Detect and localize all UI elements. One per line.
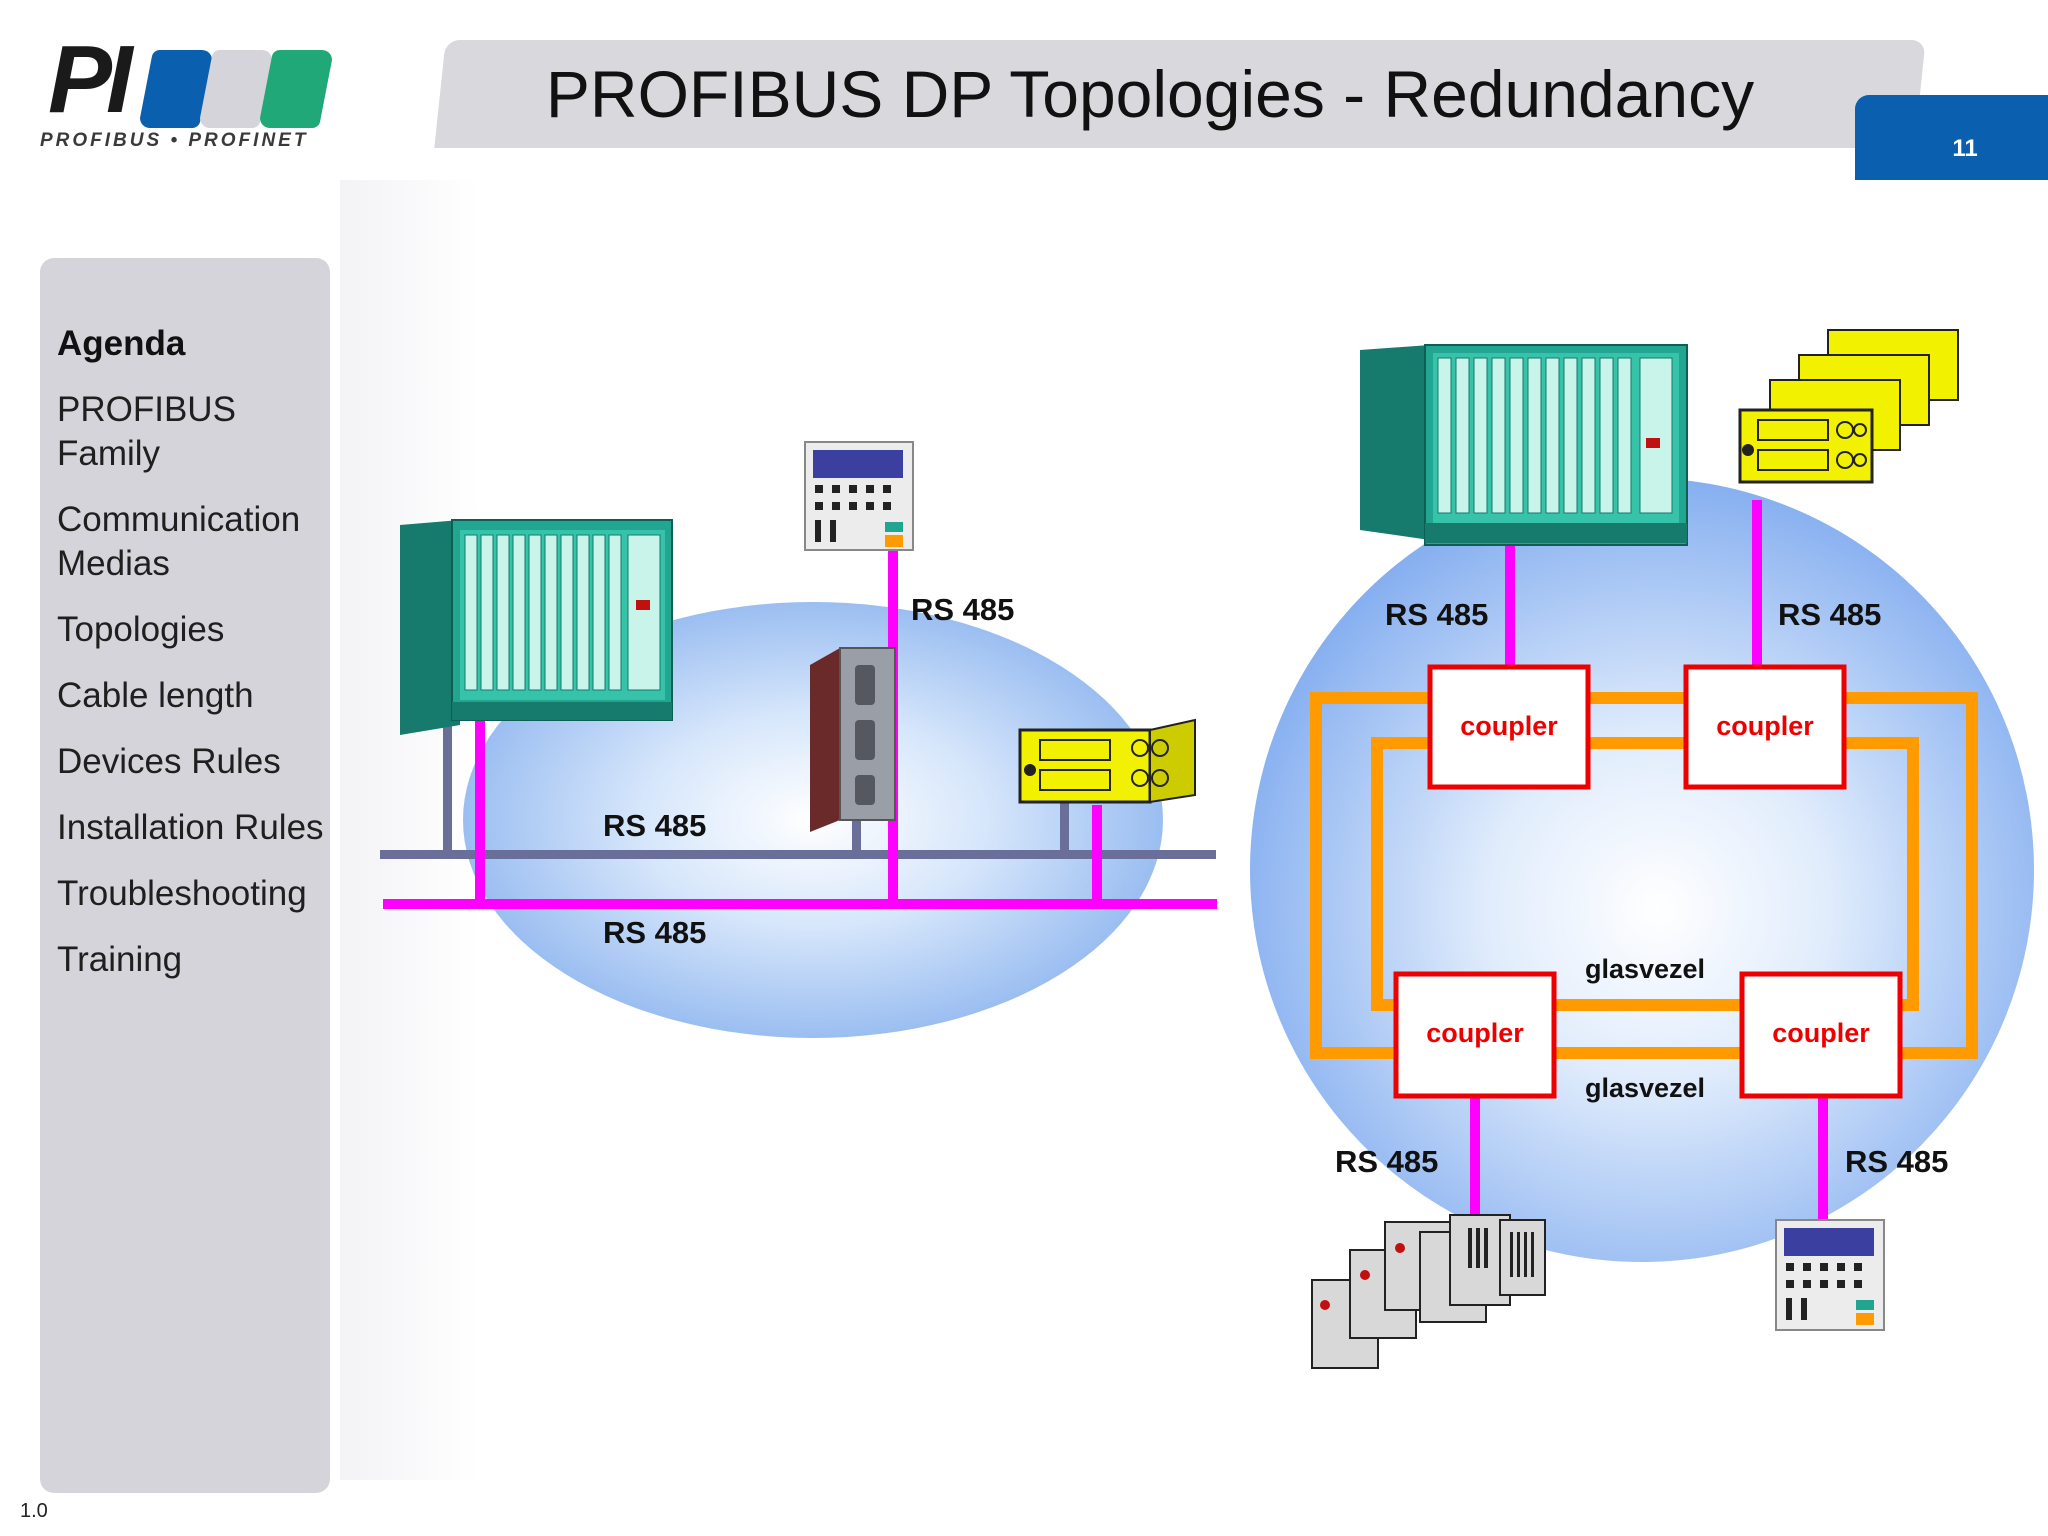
operator-panel-icon — [804, 441, 914, 551]
operator-panel-icon — [1775, 1219, 1885, 1331]
pi-logo-mark — [140, 49, 332, 128]
logo-subtitle: PROFIBUS • PROFINET — [40, 130, 309, 151]
slide-title: PROFIBUS DP Topologies - Redundancy — [545, 57, 1755, 131]
coupler-bottom-right: coupler — [1739, 971, 1903, 1099]
agenda-item-communication-medias[interactable]: Communication Medias — [57, 500, 301, 583]
rs485-drop-io — [1092, 805, 1102, 905]
plc-rack-icon — [1360, 344, 1688, 546]
right-label-rs485-top-left: RS 485 — [1385, 597, 1488, 632]
agenda-heading: Agenda — [57, 324, 186, 363]
coupler-top-left: coupler — [1427, 664, 1591, 790]
right-label-rs485-top-right: RS 485 — [1778, 597, 1881, 632]
agenda-item-installation-rules[interactable]: Installation Rules — [57, 808, 324, 847]
logo-grey-block — [200, 49, 272, 128]
fiber-ring-outer — [1310, 692, 1978, 1059]
topology-diagram-svg: RS 485 RS 485 RS 485 coupler coupler cou… — [380, 329, 2034, 1369]
repeater-icon — [810, 647, 896, 832]
right-label-rs485-bottom-right: RS 485 — [1845, 1144, 1948, 1179]
rs485-drop-plc — [475, 720, 485, 905]
agenda-item-training[interactable]: Training — [57, 940, 183, 979]
left-label-rs485-top: RS 485 — [911, 592, 1014, 627]
coupler-top-right-label: coupler — [1716, 711, 1814, 741]
left-label-rs485-bottom: RS 485 — [603, 915, 706, 950]
right-label-rs485-bottom-left: RS 485 — [1335, 1144, 1438, 1179]
fiber-label-top: glasvezel — [1585, 954, 1705, 984]
coupler-bottom-left: coupler — [1393, 971, 1557, 1099]
agenda-list: Agenda PROFIBUS Family Communication Med… — [57, 322, 337, 1004]
rs485-drop-bottom-left — [1470, 1095, 1480, 1235]
bus-line — [380, 850, 1216, 859]
logo-blue-block — [140, 49, 212, 128]
modular-io-icon — [1311, 1214, 1546, 1369]
logo-green-block — [260, 49, 332, 128]
coupler-top-left-label: coupler — [1460, 711, 1558, 741]
io-stack-icon — [1738, 329, 1959, 484]
page-number: 11 — [1952, 135, 1978, 162]
rs485-line-bottom — [383, 899, 1217, 909]
agenda-panel — [40, 258, 330, 1493]
bus-drop-repeater — [852, 800, 861, 855]
agenda-item-profibus-family[interactable]: PROFIBUS Family — [57, 390, 236, 473]
profibus-profinet-logo: PI PROFIBUS • PROFINET — [40, 32, 340, 158]
topology-diagram: RS 485 RS 485 RS 485 coupler coupler cou… — [340, 180, 2048, 1480]
agenda-item-cable-length[interactable]: Cable length — [57, 676, 254, 715]
agenda-item-devices-rules[interactable]: Devices Rules — [57, 742, 281, 781]
version-label: 1.0 — [20, 1500, 48, 1522]
agenda-item-troubleshooting[interactable]: Troubleshooting — [57, 874, 307, 913]
coupler-top-right: coupler — [1683, 664, 1847, 790]
left-label-rs485-mid: RS 485 — [603, 808, 706, 843]
coupler-bottom-left-label: coupler — [1426, 1018, 1524, 1048]
rs485-drop-top-right — [1752, 500, 1762, 675]
fiber-label-bottom: glasvezel — [1585, 1073, 1705, 1103]
io-module-icon — [1018, 718, 1196, 804]
coupler-bottom-right-label: coupler — [1772, 1018, 1870, 1048]
logo-pi-text: PI — [48, 26, 133, 133]
rs485-drop-top-left — [1505, 545, 1515, 675]
bus-drop-io — [1060, 800, 1069, 855]
agenda-item-topologies[interactable]: Topologies — [57, 610, 225, 649]
rs485-drop-bottom-right — [1818, 1095, 1828, 1230]
fiber-ring-inner — [1371, 737, 1919, 1011]
bus-drop-plc — [443, 725, 452, 855]
plc-rack-icon — [400, 519, 673, 735]
